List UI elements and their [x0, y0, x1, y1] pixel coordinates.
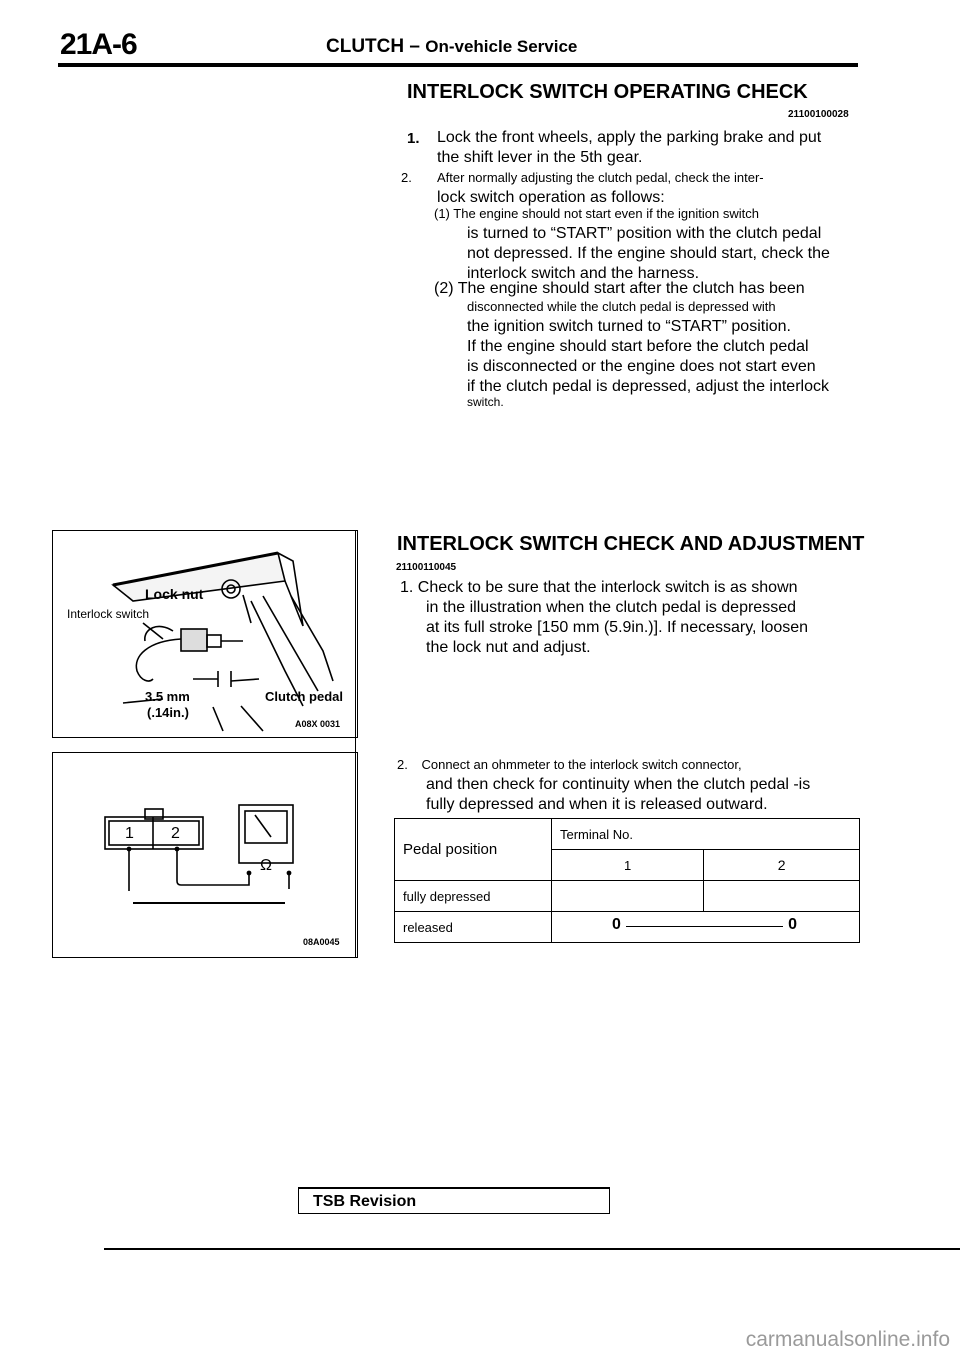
pin2-label: 2	[171, 825, 180, 842]
step-line: the shift lever in the 5th gear.	[437, 149, 643, 166]
substep-line: The engine should start after the clutch…	[457, 280, 805, 297]
ohmmeter-illustration	[104, 804, 294, 904]
bottom-rule	[104, 1248, 960, 1250]
substep-number: (2)	[434, 280, 454, 297]
table-row: released 0 0	[394, 911, 860, 943]
step-number: 1.	[407, 130, 420, 147]
step-line: Connect an ohmmeter to the interlock swi…	[421, 757, 742, 772]
section1-code: 21100100028	[788, 109, 849, 120]
gap-mm-label: 3.5 mm	[145, 689, 190, 704]
continuity-line	[626, 926, 783, 927]
figure-interlock-switch: Lock nut Interlock switch 3.5 mm (.14in.…	[52, 530, 358, 738]
step-line: fully depressed and when it is released …	[426, 796, 768, 813]
continuity-end: 0	[788, 916, 797, 933]
substep-line: switch.	[467, 395, 504, 409]
row-cell	[703, 880, 860, 912]
pedal-position-header: Pedal position	[394, 818, 552, 881]
substep-line: the ignition switch turned to “START” po…	[467, 318, 791, 335]
step-line: Lock the front wheels, apply the parking…	[437, 129, 822, 146]
continuity-table: Pedal position Terminal No. 1 2 fully de…	[394, 818, 860, 943]
figure-ohmmeter-connection: 1 2 Ω 08A0045	[52, 752, 358, 958]
substep-line: if the clutch pedal is depressed, adjust…	[467, 378, 829, 395]
substep-line: is disconnected or the engine does not s…	[467, 358, 816, 375]
row-label: fully depressed	[394, 880, 552, 912]
step-line: Check to be sure that the interlock swit…	[417, 579, 798, 596]
substep-line: The engine should not start even if the …	[453, 206, 759, 221]
title-main: CLUTCH –	[326, 36, 420, 57]
continuity-cell: 0 0	[551, 911, 860, 943]
section2-title: INTERLOCK SWITCH CHECK AND ADJUSTMENT	[397, 533, 865, 555]
terminal-header: Terminal No.	[551, 818, 860, 850]
clutch-pedal-label: Clutch pedal	[265, 689, 344, 704]
figure2-code: 08A0045	[303, 937, 340, 947]
substep-line: not depressed. If the engine should star…	[467, 245, 830, 262]
step-number: 2.	[397, 757, 408, 772]
watermark: carmanualsonline.info	[745, 1328, 950, 1351]
terminal-2-header: 2	[703, 849, 860, 881]
interlock-switch-label: Interlock switch	[67, 607, 150, 621]
substep-line: If the engine should start before the cl…	[467, 338, 809, 355]
step-number: 1.	[400, 579, 414, 596]
step-number: 2.	[401, 170, 412, 185]
step-line: After normally adjusting the clutch peda…	[437, 170, 764, 185]
title-sub: On-vehicle Service	[425, 37, 578, 56]
row-label: released	[394, 911, 552, 943]
figure-column-rule	[355, 530, 356, 958]
interlock-switch-illustration	[111, 551, 334, 732]
header-rule	[58, 63, 858, 67]
pin1-label: 1	[125, 825, 134, 842]
gap-in-label: (.14in.)	[147, 705, 189, 720]
step-line: and then check for continuity when the c…	[426, 776, 811, 793]
substep-number: (1)	[434, 206, 450, 221]
row-cell	[550, 880, 705, 912]
tsb-revision-box: TSB Revision	[298, 1187, 610, 1214]
substep-line: interlock switch and the harness.	[467, 265, 700, 282]
ohm-symbol: Ω	[260, 857, 272, 874]
page-number: 21A-6	[60, 28, 138, 61]
section2-code: 21100110045	[396, 562, 457, 573]
tsb-revision-label: TSB Revision	[313, 1193, 417, 1210]
page-title: CLUTCH – On-vehicle Service	[326, 36, 577, 58]
step-line: in the illustration when the clutch peda…	[426, 599, 796, 616]
section1-title: INTERLOCK SWITCH OPERATING CHECK	[407, 81, 808, 103]
substep-line: disconnected while the clutch pedal is d…	[467, 299, 776, 314]
step-line: lock switch operation as follows:	[437, 189, 665, 206]
terminal-1-header: 1	[550, 849, 705, 881]
substep-line: is turned to “START” position with the c…	[467, 225, 822, 242]
lock-nut-label: Lock nut	[145, 586, 204, 602]
figure1-code: A08X 0031	[295, 719, 341, 729]
step-line: the lock nut and adjust.	[426, 639, 591, 656]
step-line: at its full stroke [150 mm (5.9in.)]. If…	[426, 619, 809, 636]
table-row: fully depressed	[394, 880, 860, 912]
continuity-start: 0	[612, 916, 621, 933]
